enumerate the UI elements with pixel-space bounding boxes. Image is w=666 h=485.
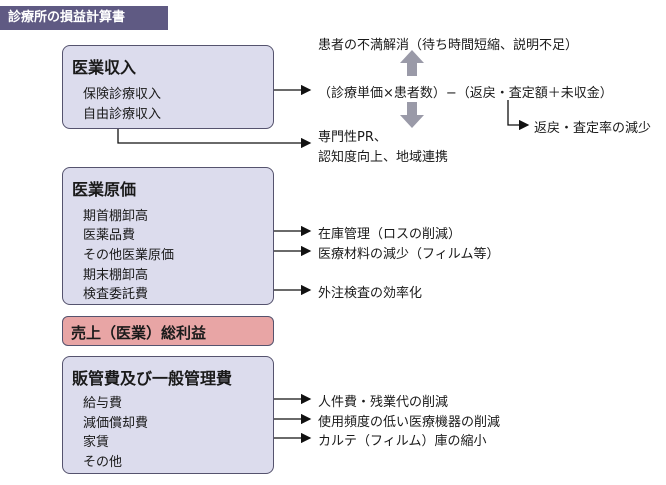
note-outsourced-tests: 外注検査の効率化 — [318, 286, 423, 301]
note-patient-satisfaction: 患者の不満解消（待ち時間短縮、説明不足） — [318, 38, 579, 53]
revenue-box: 医業収入 保険診療収入 自由診療収入 — [62, 45, 274, 129]
note-personnel: 人件費・残業代の削減 — [318, 395, 449, 410]
sga-item: 家賃 — [83, 435, 110, 450]
self-pay-revenue: 自由診療収入 — [83, 107, 162, 122]
note-equipment: 使用頻度の低い医療機器の削減 — [318, 415, 501, 430]
diagram-title: 診療所の損益計算書 — [0, 6, 168, 30]
down-block-arrow-icon — [400, 102, 424, 128]
cost-item: その他医業原価 — [83, 248, 175, 263]
note-storage: カルテ（フィルム）庫の縮小 — [318, 434, 487, 449]
cost-item: 期首棚卸高 — [83, 209, 149, 224]
cost-item: 期末棚卸高 — [83, 268, 149, 283]
cost-item: 検査委託費 — [83, 287, 149, 302]
note-materials: 医療材料の減少（フィルム等） — [318, 247, 500, 262]
sga-heading: 販管費及び一般管理費 — [72, 369, 233, 388]
cost-box: 医業原価 期首棚卸高 医薬品費 その他医業原価 期末棚卸高 検査委託費 — [62, 167, 274, 305]
note-reduction: 返戻・査定率の減少 — [534, 121, 652, 136]
sga-box: 販管費及び一般管理費 給与費 減価償却費 家賃 その他 — [62, 356, 274, 474]
reduction-arrow — [507, 100, 530, 131]
gross-profit-box: 売上（医業）総利益 — [62, 316, 274, 346]
note-inventory: 在庫管理（ロスの削減） — [318, 227, 462, 242]
cost-item: 医薬品費 — [83, 228, 136, 243]
gross-profit-label: 売上（医業）総利益 — [71, 324, 207, 342]
cost-heading: 医業原価 — [72, 180, 137, 199]
note-pr: 専門性PR、 — [318, 130, 387, 145]
sga-item: 給与費 — [83, 396, 123, 411]
revenue-heading: 医業収入 — [72, 58, 137, 77]
up-block-arrow-icon — [400, 50, 424, 76]
note-formula: （診療単価×患者数）−（返戻・査定額＋未収金） — [318, 86, 613, 101]
note-awareness: 認知度向上、地域連携 — [318, 150, 449, 165]
insurance-revenue: 保険診療収入 — [83, 87, 162, 102]
sga-item: その他 — [83, 455, 123, 470]
sga-item: 減価償却費 — [83, 416, 149, 431]
